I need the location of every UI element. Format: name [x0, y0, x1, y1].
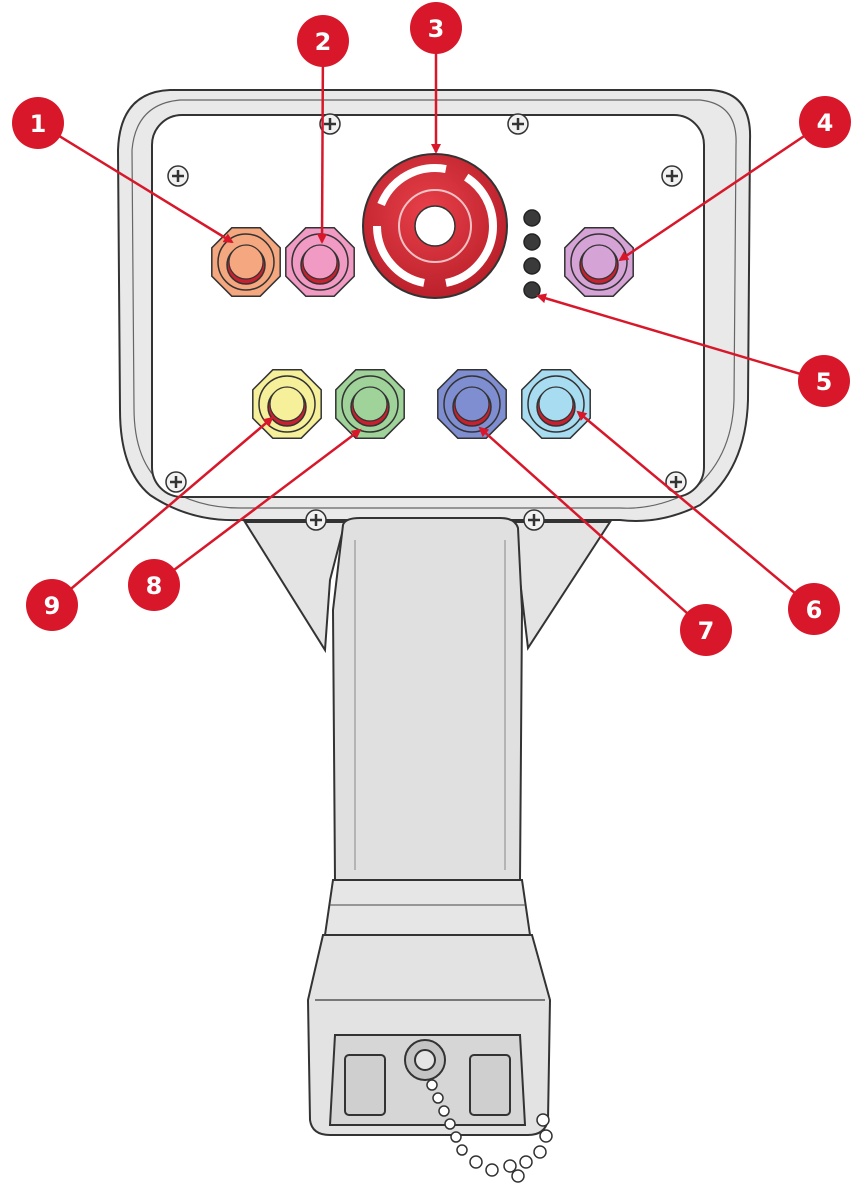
grip [333, 518, 522, 880]
handle-neck-right [515, 522, 610, 648]
callout-number: 3 [428, 15, 445, 43]
callout-badge-8: 8 [128, 559, 180, 611]
callout-number: 4 [817, 109, 834, 137]
indicator-led [524, 258, 540, 274]
callout-number: 5 [816, 368, 833, 396]
button-light-blue[interactable] [522, 370, 590, 438]
screw-icon [662, 166, 682, 186]
indicator-led [524, 210, 540, 226]
callout-number: 6 [806, 596, 823, 624]
callout-badge-3: 3 [410, 2, 462, 54]
button-blue[interactable] [438, 370, 506, 438]
callout-number: 1 [30, 110, 47, 138]
callout-badge-5: 5 [798, 355, 850, 407]
screw-icon [524, 510, 544, 530]
callout-badge-4: 4 [799, 96, 851, 148]
callout-badge-6: 6 [788, 583, 840, 635]
button-purple[interactable] [565, 228, 633, 296]
callout-badge-7: 7 [680, 604, 732, 656]
grip-collar [325, 880, 530, 935]
screw-icon [306, 510, 326, 530]
screw-icon [508, 114, 528, 134]
emergency-stop-button[interactable] [363, 154, 507, 298]
button-pink[interactable] [286, 228, 354, 296]
handle-neck [245, 522, 345, 650]
callout-leader-2 [322, 41, 323, 242]
callout-number: 2 [315, 28, 332, 56]
button-orange[interactable] [212, 228, 280, 296]
button-green[interactable] [336, 370, 404, 438]
callout-badge-9: 9 [26, 579, 78, 631]
callout-badge-1: 1 [12, 97, 64, 149]
screw-icon [166, 472, 186, 492]
button-yellow[interactable] [253, 370, 321, 438]
callout-number: 8 [146, 572, 163, 600]
callout-number: 9 [44, 592, 61, 620]
indicator-led [524, 234, 540, 250]
indicator-led [524, 282, 540, 298]
screw-icon [168, 166, 188, 186]
callout-badge-2: 2 [297, 15, 349, 67]
callout-number: 7 [698, 617, 715, 645]
